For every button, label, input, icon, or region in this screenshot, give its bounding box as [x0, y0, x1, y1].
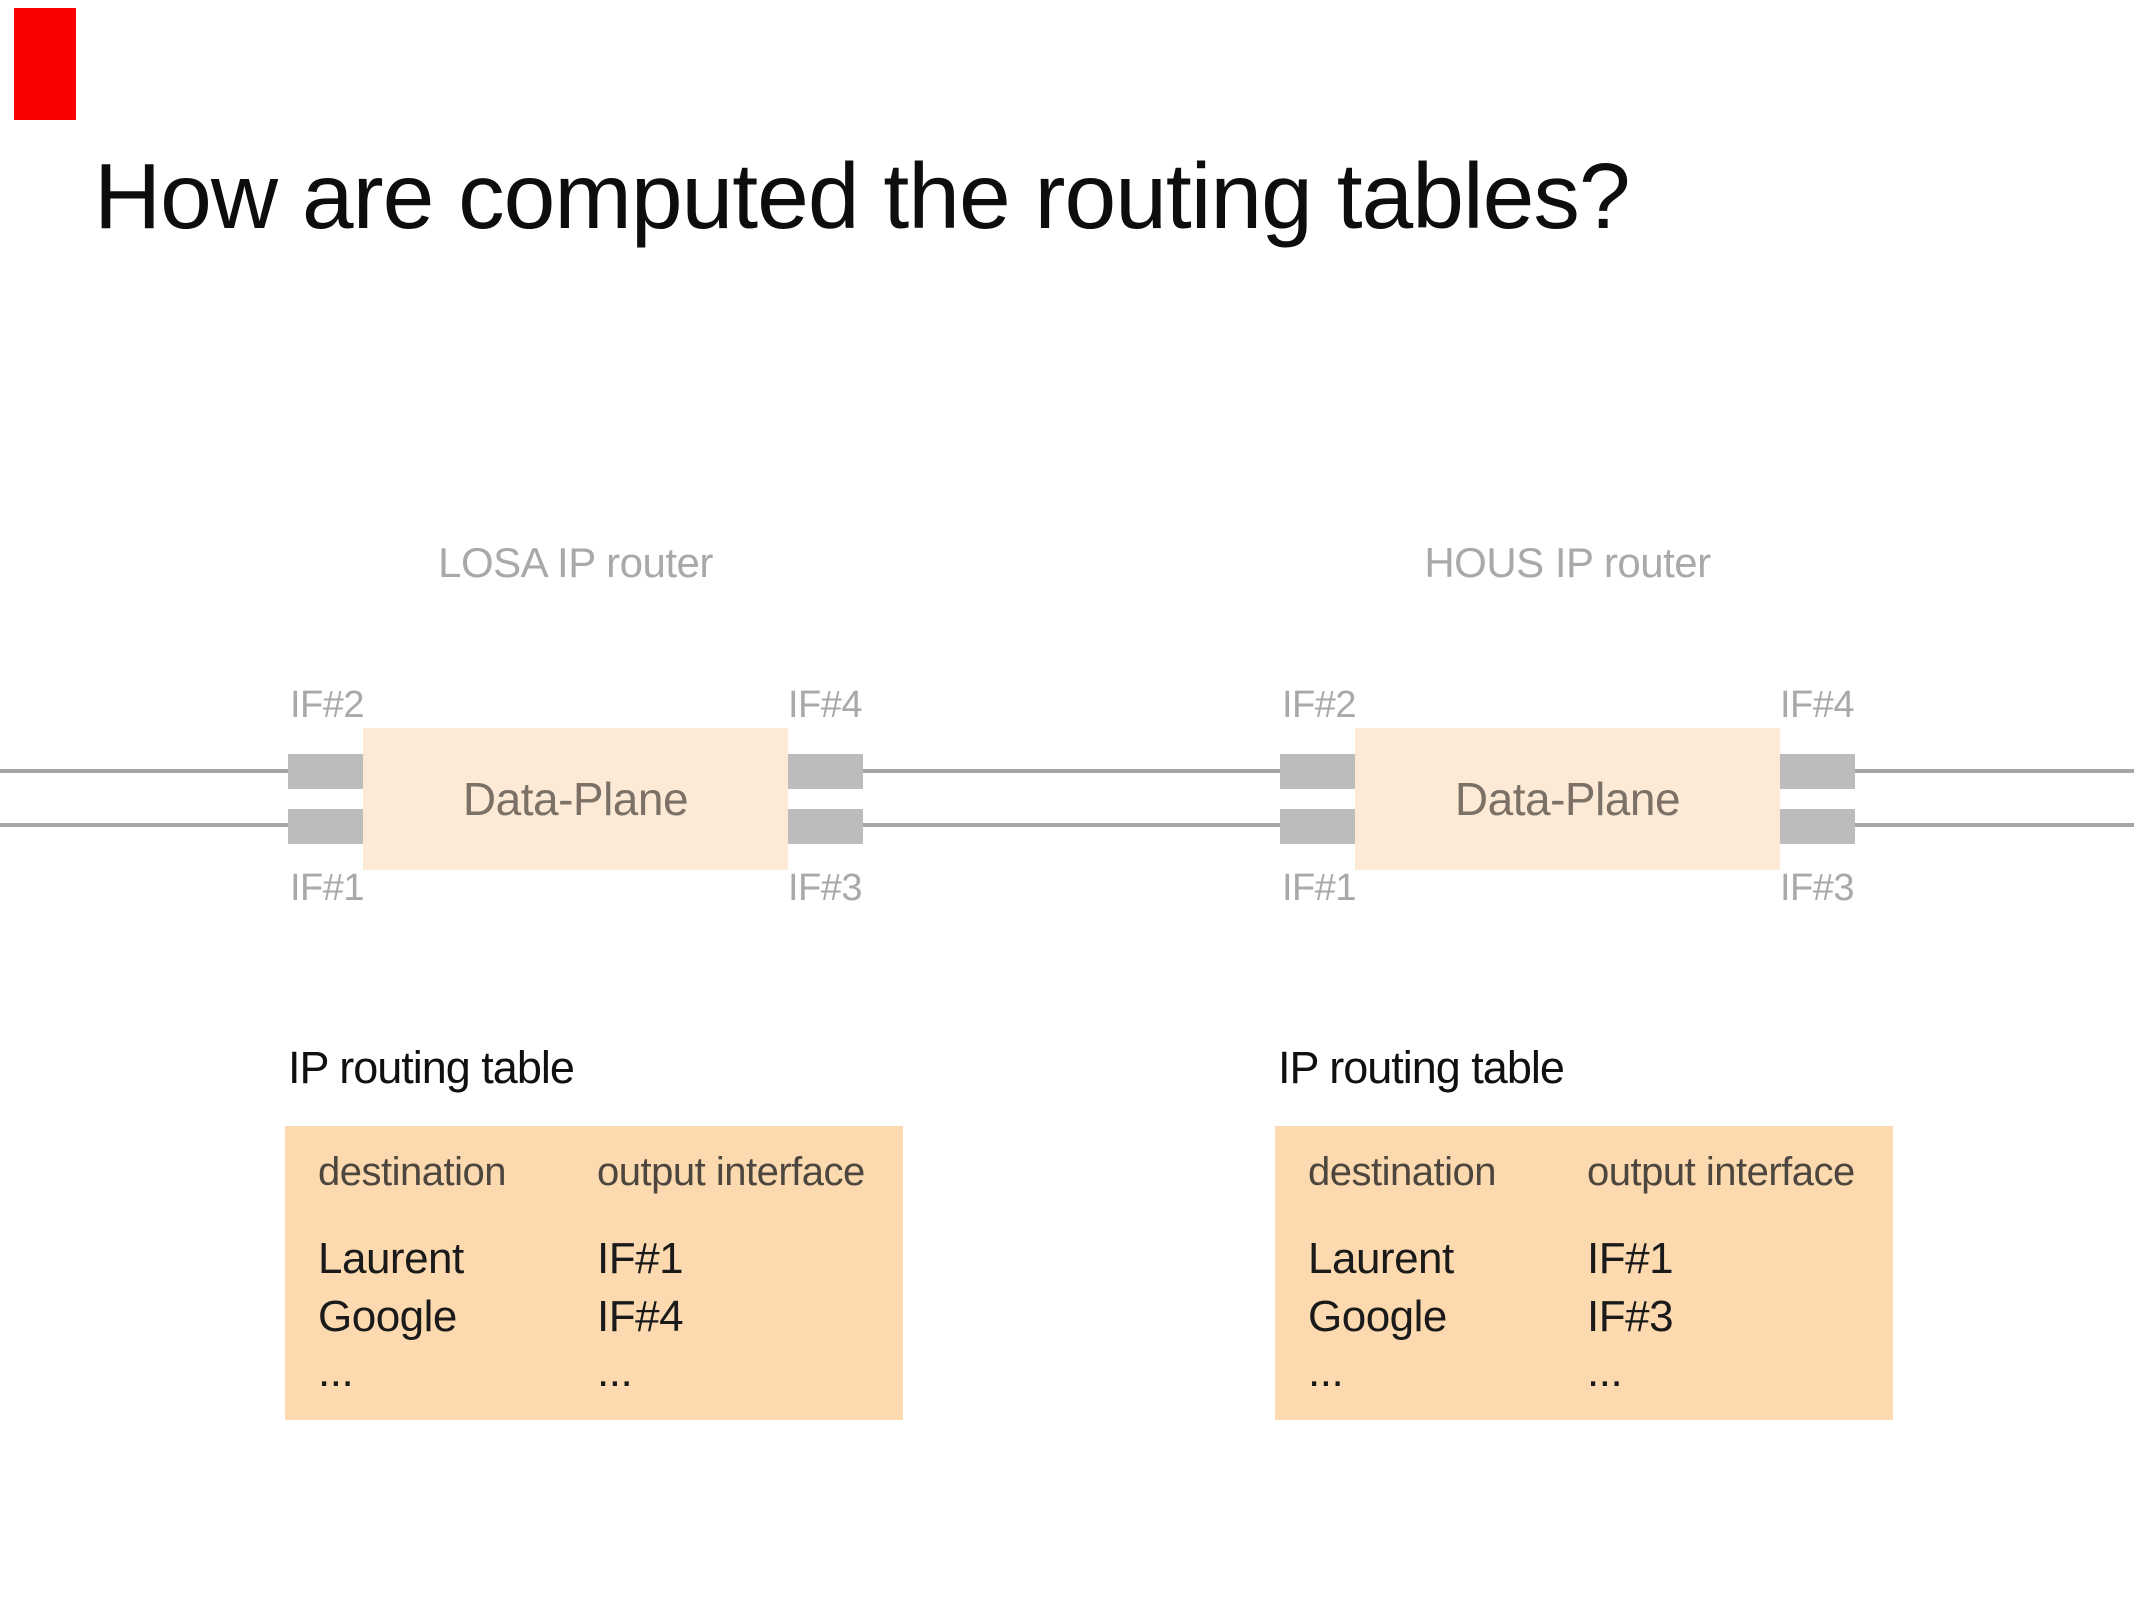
table-row-interface: ...	[597, 1347, 633, 1396]
slide-title: How are computed the routing tables?	[94, 144, 1631, 248]
table-row-interface: IF#1	[1587, 1234, 1674, 1283]
if-label-losa-if4: IF#4	[788, 684, 863, 726]
red-corner-marker	[14, 8, 76, 120]
if-label-losa-if1: IF#1	[290, 867, 365, 909]
data-plane-label-hous: Data-Plane	[1454, 773, 1681, 825]
table-row-destination: Google	[318, 1292, 457, 1341]
data-plane-label-losa: Data-Plane	[462, 773, 689, 825]
port-hous-if1	[1280, 809, 1355, 844]
if-label-hous-if2: IF#2	[1282, 684, 1357, 726]
table-row-interface: IF#1	[597, 1234, 684, 1283]
table-row-interface: ...	[1587, 1347, 1623, 1396]
port-losa-if3	[788, 809, 863, 844]
router-name-losa: LOSA IP router	[438, 539, 713, 586]
table-row-interface: IF#3	[1587, 1292, 1674, 1341]
table-row-destination: Laurent	[318, 1234, 464, 1283]
table-row-destination: Laurent	[1308, 1234, 1454, 1283]
column-header-destination: destination	[1308, 1150, 1496, 1194]
router-name-hous: HOUS IP router	[1424, 539, 1711, 586]
port-hous-if3	[1780, 809, 1855, 844]
routing-table-hous: destination output interface Laurent IF#…	[1275, 1126, 1893, 1420]
routing-table-heading-hous: IP routing table	[1278, 1042, 1565, 1093]
column-header-output-interface: output interface	[597, 1150, 865, 1194]
routing-table-heading-losa: IP routing table	[288, 1042, 575, 1093]
if-label-losa-if3: IF#3	[788, 867, 863, 909]
port-hous-if4	[1780, 754, 1855, 789]
table-row-destination: ...	[318, 1347, 354, 1396]
table-row-destination: ...	[1308, 1347, 1344, 1396]
port-losa-if4	[788, 754, 863, 789]
routing-table-losa: destination output interface Laurent IF#…	[285, 1126, 903, 1420]
port-losa-if2	[288, 754, 363, 789]
if-label-hous-if1: IF#1	[1282, 867, 1357, 909]
data-plane-box-hous: Data-Plane	[1355, 728, 1780, 870]
port-hous-if2	[1280, 754, 1355, 789]
network-link-lower	[0, 823, 2134, 827]
column-header-output-interface: output interface	[1587, 1150, 1855, 1194]
data-plane-box-losa: Data-Plane	[363, 728, 788, 870]
column-header-destination: destination	[318, 1150, 506, 1194]
network-link-upper	[0, 769, 2134, 773]
if-label-hous-if4: IF#4	[1780, 684, 1855, 726]
if-label-hous-if3: IF#3	[1780, 867, 1855, 909]
port-losa-if1	[288, 809, 363, 844]
if-label-losa-if2: IF#2	[290, 684, 365, 726]
table-row-destination: Google	[1308, 1292, 1447, 1341]
table-row-interface: IF#4	[597, 1292, 684, 1341]
